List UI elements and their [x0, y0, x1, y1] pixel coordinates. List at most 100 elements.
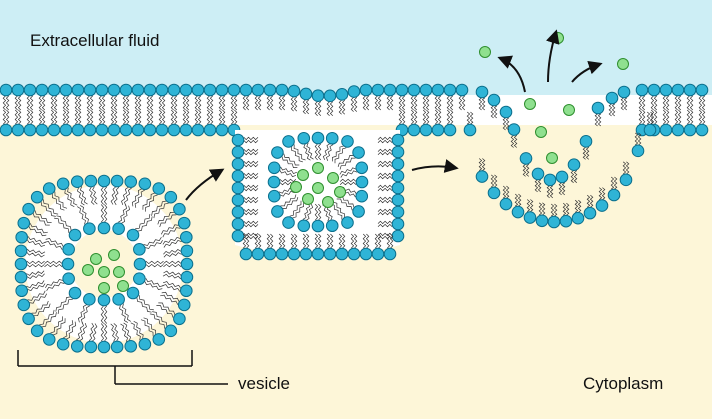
- lipid-tail: [103, 204, 108, 223]
- lipid-tail: [125, 109, 130, 125]
- lipid-tail: [377, 196, 393, 201]
- lipid-tail: [353, 233, 358, 249]
- lipid-tail: [339, 157, 356, 170]
- lipid-head: [131, 123, 145, 137]
- lipid-tail: [562, 202, 567, 216]
- lipid-tail: [50, 95, 55, 111]
- lipid-tail: [89, 95, 94, 111]
- lipid-tail: [32, 212, 50, 226]
- lipid-tail: [549, 185, 554, 199]
- lipid-tail: [701, 95, 706, 111]
- lipid-head: [56, 177, 70, 191]
- lipid-tail: [517, 193, 522, 207]
- lipid-head: [559, 214, 573, 228]
- lipid-tail: [131, 188, 143, 207]
- lipid-tail: [329, 101, 334, 117]
- lipid-tail: [80, 205, 89, 224]
- lipid-head: [391, 145, 405, 159]
- lipid-tail: [585, 146, 590, 160]
- lipid-tail: [149, 313, 166, 329]
- lipid-tail: [586, 194, 591, 208]
- lipid-tail: [493, 174, 498, 188]
- lipid-tail: [334, 147, 347, 164]
- lipid-tail: [134, 109, 139, 125]
- lipid-tail: [502, 185, 507, 199]
- lipid-head: [62, 272, 75, 285]
- lipid-tail: [157, 211, 175, 225]
- lipid-tail: [280, 166, 298, 175]
- lipid-tail: [161, 109, 166, 125]
- lipid-tail: [76, 187, 85, 206]
- lipid-head: [164, 324, 178, 338]
- arrow-release-right: [571, 60, 603, 83]
- lipid-tail: [377, 220, 393, 225]
- lipid-tail: [292, 202, 304, 219]
- lipid-tail: [29, 223, 48, 234]
- lipid-head: [231, 193, 245, 207]
- lipid-head: [287, 247, 301, 261]
- lipid-tail: [86, 95, 91, 111]
- lipid-head: [56, 337, 70, 351]
- lipid-tail: [77, 109, 82, 125]
- lipid-tail: [74, 109, 79, 125]
- lipid-tail: [243, 163, 259, 168]
- lipid-tail: [341, 99, 346, 115]
- molecule-icon: [297, 169, 309, 181]
- lipid-tail: [613, 176, 618, 190]
- lipid-tail: [608, 103, 613, 117]
- lipid-head: [180, 244, 194, 258]
- lipid-tail: [589, 194, 594, 208]
- lipid-tail: [598, 187, 603, 201]
- lipid-tail: [130, 322, 141, 341]
- lipid-tail: [158, 302, 176, 316]
- lipid-head: [395, 83, 409, 97]
- lipid-head: [287, 84, 301, 98]
- lipid-head: [180, 230, 193, 244]
- lipid-tail: [243, 211, 259, 216]
- lipid-tail: [122, 109, 127, 125]
- lipid-tail: [110, 323, 116, 342]
- lipid-head: [355, 175, 369, 189]
- lipid-tail: [377, 187, 393, 192]
- lipid-tail: [339, 181, 357, 186]
- lipid-tail: [110, 95, 115, 111]
- lipid-head: [355, 189, 369, 203]
- lipid-tail: [100, 204, 105, 223]
- lipid-tail: [257, 95, 262, 111]
- lipid-tail: [374, 95, 379, 111]
- lipid-head: [97, 221, 111, 235]
- lipid-tail: [422, 95, 427, 111]
- lipid-head: [84, 174, 98, 188]
- lipid-tail: [206, 95, 211, 111]
- lipid-tail: [27, 290, 46, 301]
- arrow-to-open-pore: [411, 159, 459, 173]
- lipid-tail: [152, 311, 168, 327]
- lipid-tail: [50, 316, 63, 334]
- lipid-head: [347, 247, 361, 261]
- lipid-head: [297, 131, 311, 145]
- lipid-head: [14, 257, 28, 271]
- lipid-tail: [623, 97, 628, 111]
- lipid-tail: [338, 233, 343, 249]
- bilayer-core: [0, 95, 712, 125]
- molecule-icon: [524, 98, 536, 110]
- lipid-tail: [26, 248, 46, 255]
- lipid-head: [619, 173, 633, 187]
- lipid-tail: [44, 263, 63, 268]
- lipid-tail: [162, 236, 181, 245]
- molecule-icon: [546, 152, 558, 164]
- lipid-head: [124, 175, 138, 188]
- lipid-head: [83, 83, 97, 97]
- lipid-tail: [124, 187, 132, 207]
- lipid-tail: [134, 95, 139, 111]
- lipid-tail: [522, 163, 527, 177]
- lipid-tail: [119, 304, 128, 323]
- lipid-tail: [2, 109, 7, 125]
- lipid-tail: [26, 260, 45, 265]
- lipid-head: [133, 257, 147, 271]
- lipid-tail: [170, 95, 175, 111]
- lipid-tail: [80, 305, 90, 324]
- lipid-tail: [317, 233, 322, 249]
- lipid-head: [683, 123, 697, 137]
